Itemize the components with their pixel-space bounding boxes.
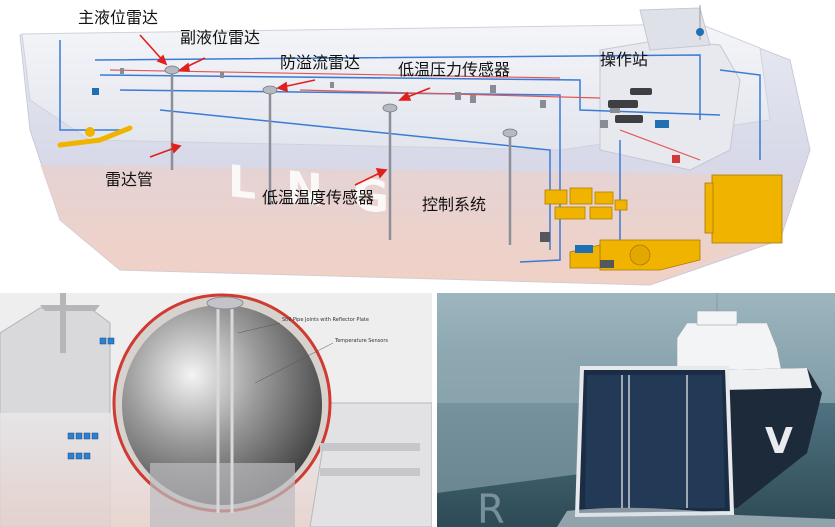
label-main-level-radar: 主液位雷达 [78,8,159,27]
svg-text:R: R [477,487,505,527]
pipework-blue [59,40,761,263]
hull-letter: V [765,421,793,462]
lng-carrier-overview: LNG [19,5,811,286]
ship-at-sea-rendering: R V [437,293,835,527]
label-aux-level-radar: 副液位雷达 [180,28,261,47]
label-radar-tube: 雷达管 [105,170,154,189]
spherical-tank-cutaway: Still Pipe Joints with Reflector Plate T… [0,293,432,527]
label-low-temp-pressure-sensor: 低温压力传感器 [398,60,511,79]
ship-illustration: LNG [19,5,811,286]
label-operator-station: 操作站 [600,50,649,69]
ship-superstructure [676,293,783,374]
control-system-equipment [544,187,628,220]
yellow-machinery [569,174,783,271]
annotation-arrows [139,34,431,186]
sea-rendering: R V [437,293,835,527]
label-low-temp-temperature-sensor: 低温温度传感器 [262,188,375,207]
callout-still-pipe-joints: Still Pipe Joints with Reflector Plate [282,317,369,323]
radar-tubes [170,72,512,245]
mast-beacon-icon [696,28,704,36]
sensor-units-left [67,337,115,460]
callout-temperature-sensors: Temperature Sensors [335,338,389,344]
sensor-boxes [92,68,680,163]
operator-station-consoles [608,88,652,123]
label-overflow-radar: 防溢流雷达 [280,53,361,72]
label-control-system: 控制系统 [422,195,487,214]
spherical-tank [122,305,322,505]
bow-fitting [57,125,133,148]
radar-heads [164,65,518,138]
tank-illustration [0,293,432,527]
